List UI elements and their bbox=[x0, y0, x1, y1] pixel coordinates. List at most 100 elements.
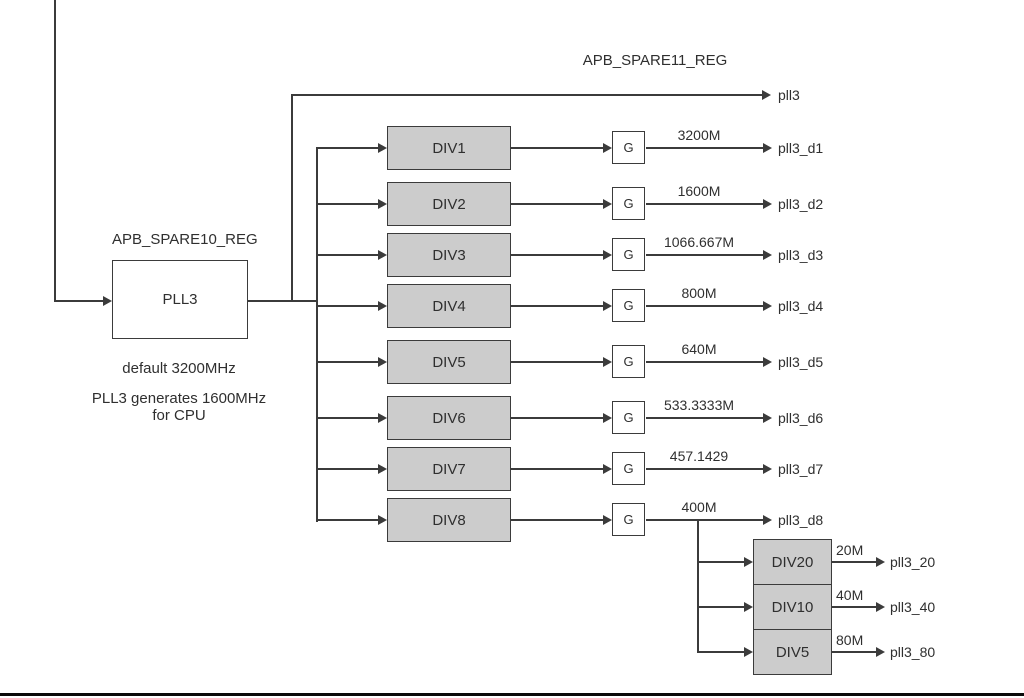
arrowhead-icon bbox=[378, 413, 387, 423]
arrowhead-icon bbox=[763, 413, 772, 423]
pll3-box: PLL3 bbox=[112, 260, 248, 339]
divider-box-div3: DIV3 bbox=[387, 233, 511, 277]
freq-label: 457.1429 bbox=[669, 448, 729, 464]
connector-line bbox=[510, 203, 603, 205]
freq-label: 1066.667M bbox=[663, 234, 735, 250]
gate-box: G bbox=[612, 401, 645, 434]
arrowhead-icon bbox=[378, 357, 387, 367]
connector-line bbox=[317, 203, 379, 205]
connector-line bbox=[646, 254, 763, 256]
gate-box: G bbox=[612, 131, 645, 164]
pll3-caption-cpu-line1: PLL3 generates 1600MHz bbox=[91, 390, 267, 407]
connector-line bbox=[646, 305, 763, 307]
connector-line bbox=[317, 468, 379, 470]
divider-box-div5-sub: DIV5 bbox=[753, 629, 832, 675]
gate-label: G bbox=[623, 461, 634, 476]
connector-line bbox=[317, 147, 379, 149]
divider-label: DIV1 bbox=[432, 139, 466, 157]
clock-row-pll3-20: DIV20 20M pll3_20 bbox=[0, 539, 1024, 585]
clock-row-d7: DIV7 G 457.1429 pll3_d7 bbox=[0, 446, 1024, 492]
output-signal-label: pll3_d6 bbox=[778, 410, 824, 426]
arrowhead-icon bbox=[876, 647, 885, 657]
connector-line bbox=[646, 417, 763, 419]
connector-line bbox=[698, 561, 744, 563]
divider-label: DIV8 bbox=[432, 511, 466, 529]
pll3-output-arrowhead-icon bbox=[762, 90, 771, 100]
arrowhead-icon bbox=[876, 557, 885, 567]
freq-label: 800M bbox=[681, 285, 717, 301]
divider-label: DIV5 bbox=[775, 643, 810, 661]
connector-line bbox=[832, 606, 876, 608]
pll3-caption-cpu: PLL3 generates 1600MHz for CPU bbox=[79, 390, 279, 424]
arrowhead-icon bbox=[378, 301, 387, 311]
divider-box-div8: DIV8 bbox=[387, 498, 511, 542]
arrowhead-icon bbox=[744, 557, 753, 567]
divider-box-div6: DIV6 bbox=[387, 396, 511, 440]
freq-label: 40M bbox=[836, 587, 864, 603]
output-signal-label: pll3_d8 bbox=[778, 512, 824, 528]
divider-label: DIV3 bbox=[432, 246, 466, 264]
divider-box-div7: DIV7 bbox=[387, 447, 511, 491]
output-signal-label: pll3_d3 bbox=[778, 247, 824, 263]
input-feed-vline bbox=[54, 0, 56, 302]
arrowhead-icon bbox=[378, 143, 387, 153]
connector-line bbox=[698, 651, 744, 653]
divider-label: DIV5 bbox=[432, 353, 466, 371]
gate-box: G bbox=[612, 187, 645, 220]
gate-label: G bbox=[623, 354, 634, 369]
divider-label: DIV4 bbox=[432, 297, 466, 315]
gate-label: G bbox=[623, 247, 634, 262]
gate-label: G bbox=[623, 196, 634, 211]
connector-line bbox=[510, 519, 603, 521]
connector-line bbox=[510, 468, 603, 470]
arrowhead-icon bbox=[378, 464, 387, 474]
gate-box: G bbox=[612, 238, 645, 271]
arrowhead-icon bbox=[603, 199, 612, 209]
clock-row-d1: DIV1 G 3200M pll3_d1 bbox=[0, 125, 1024, 171]
arrowhead-icon bbox=[603, 301, 612, 311]
connector-line bbox=[317, 519, 379, 521]
arrowhead-icon bbox=[603, 515, 612, 525]
pll3-bypass-vline bbox=[291, 95, 293, 302]
connector-line bbox=[698, 606, 744, 608]
gate-box: G bbox=[612, 452, 645, 485]
connector-line bbox=[646, 519, 763, 521]
output-signal-label: pll3_20 bbox=[890, 554, 936, 570]
connector-line bbox=[646, 361, 763, 363]
arrowhead-icon bbox=[763, 301, 772, 311]
pll3-input-arrowhead-icon bbox=[103, 296, 112, 306]
output-signal-label: pll3_d4 bbox=[778, 298, 824, 314]
output-signal-label: pll3_d2 bbox=[778, 196, 824, 212]
arrowhead-icon bbox=[763, 515, 772, 525]
connector-line bbox=[317, 417, 379, 419]
clock-row-d3: DIV3 G 1066.667M pll3_d3 bbox=[0, 232, 1024, 278]
arrowhead-icon bbox=[603, 464, 612, 474]
divider-label: DIV6 bbox=[432, 409, 466, 427]
clock-row-pll3-80: DIV5 80M pll3_80 bbox=[0, 629, 1024, 675]
arrowhead-icon bbox=[603, 357, 612, 367]
connector-line bbox=[646, 468, 763, 470]
gate-label: G bbox=[623, 298, 634, 313]
clock-row-d4: DIV4 G 800M pll3_d4 bbox=[0, 283, 1024, 329]
pll3-input-line bbox=[54, 300, 103, 302]
gate-label: G bbox=[623, 512, 634, 527]
arrowhead-icon bbox=[744, 602, 753, 612]
pll3-caption-default: default 3200MHz bbox=[122, 360, 236, 377]
apb-spare11-reg-label: APB_SPARE11_REG bbox=[582, 52, 728, 69]
arrowhead-icon bbox=[744, 647, 753, 657]
arrowhead-icon bbox=[603, 250, 612, 260]
arrowhead-icon bbox=[378, 199, 387, 209]
arrowhead-icon bbox=[603, 143, 612, 153]
output-signal-label: pll3_d5 bbox=[778, 354, 824, 370]
connector-line bbox=[317, 305, 379, 307]
divider-label: DIV7 bbox=[432, 460, 466, 478]
output-signal-label: pll3_d1 bbox=[778, 140, 824, 156]
connector-line bbox=[510, 361, 603, 363]
bottom-rule-line bbox=[0, 693, 1024, 696]
gate-box: G bbox=[612, 345, 645, 378]
freq-label: 1600M bbox=[677, 183, 721, 199]
clock-row-d2: DIV2 G 1600M pll3_d2 bbox=[0, 181, 1024, 227]
clock-row-d5: DIV5 G 640M pll3_d5 bbox=[0, 339, 1024, 385]
pll3-output-trunk-line bbox=[248, 300, 317, 302]
pll3-box-label: PLL3 bbox=[162, 291, 198, 308]
